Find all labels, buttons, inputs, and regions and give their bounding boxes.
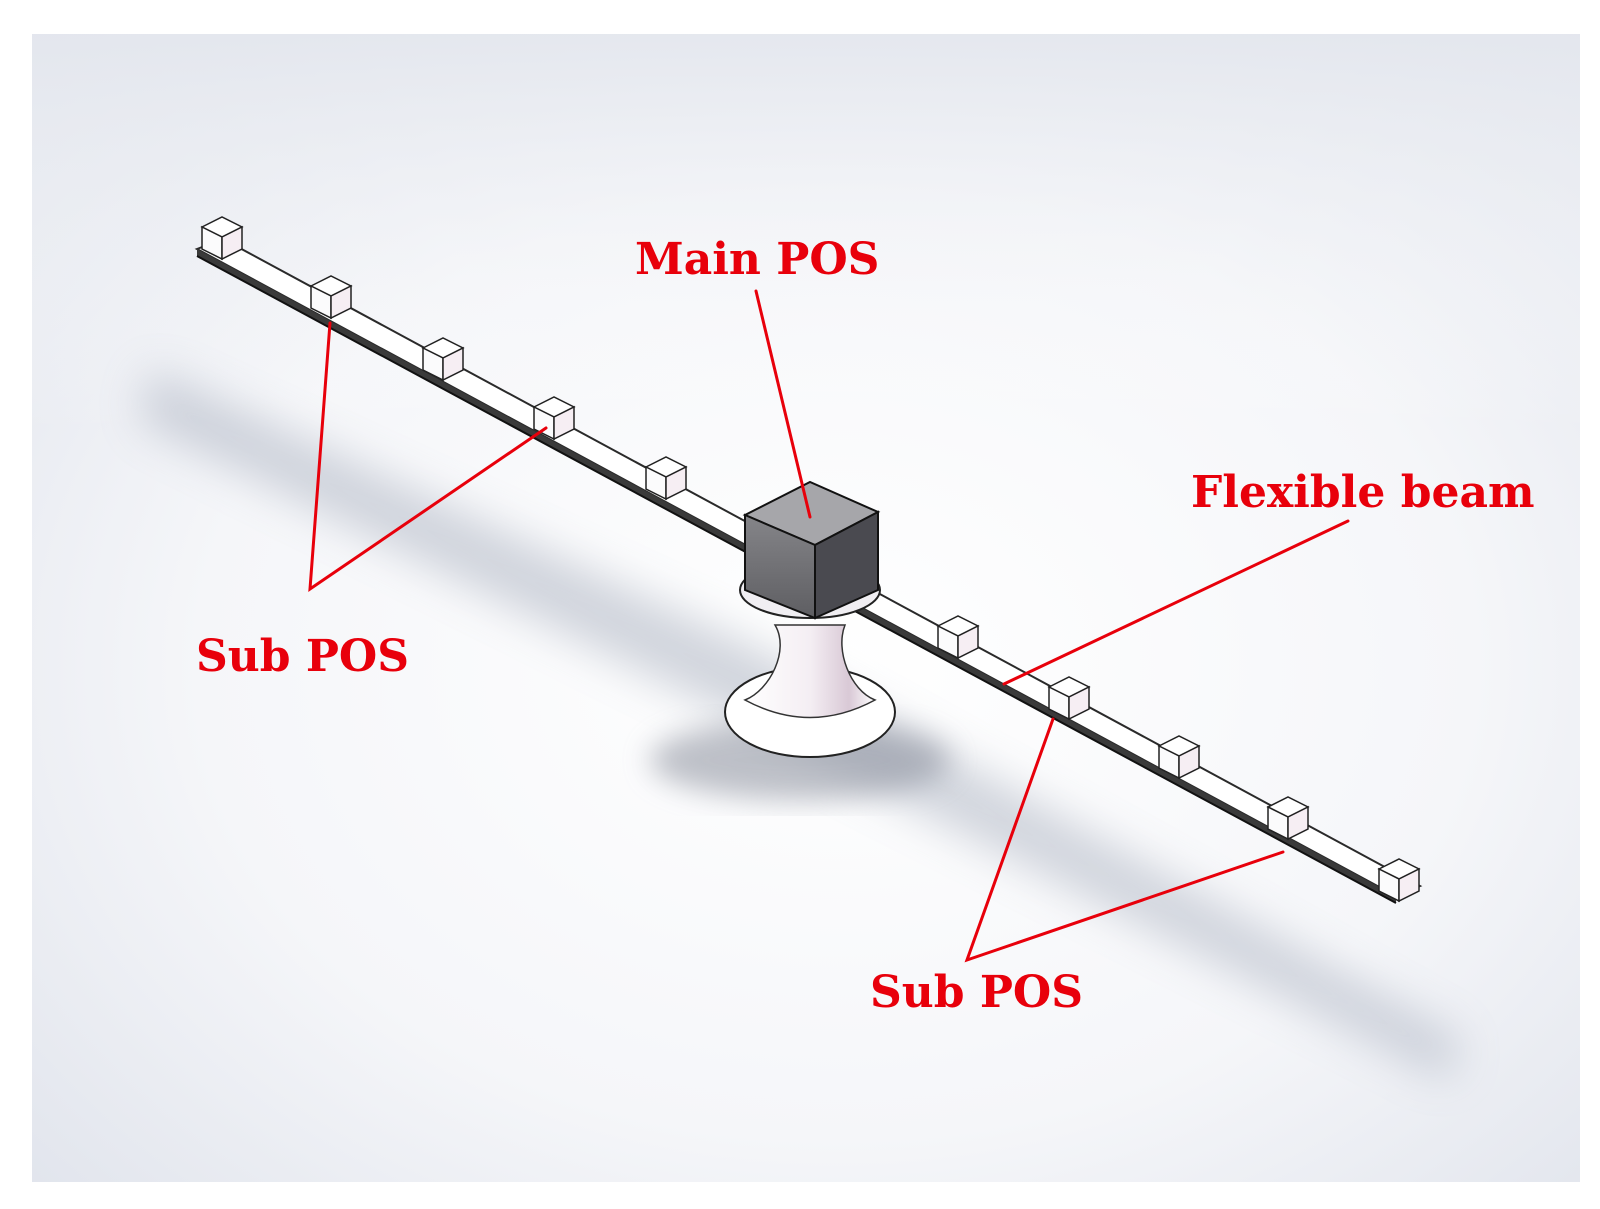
- sub-pos-cube: [1157, 735, 1201, 780]
- sub-pos-side-face: [957, 624, 979, 660]
- sub-pos-side-face: [665, 465, 687, 501]
- flexible-beam-leader-line: [1002, 519, 1350, 686]
- main-pos-leader-line: [754, 289, 812, 519]
- sub-pos-side-face: [1068, 685, 1090, 721]
- sub-pos-cube: [1047, 676, 1091, 721]
- sub-pos-cube: [644, 456, 688, 501]
- sub-pos-label-left: Sub POS: [196, 631, 409, 682]
- main-pos-label: Main POS: [635, 234, 879, 285]
- sub-pos-side-face: [1398, 867, 1420, 903]
- sub-pos-left-leader-lines: [308, 321, 548, 592]
- flexible-beam-label: Flexible beam: [1191, 467, 1535, 518]
- sub-pos-side-face: [1287, 805, 1309, 841]
- sub-pos-label-right: Sub POS: [870, 967, 1083, 1018]
- annotation-lines: [308, 289, 1350, 963]
- sub-pos-cubes: [200, 216, 1421, 903]
- sub-pos-cube: [309, 275, 353, 320]
- sub-pos-cube: [200, 216, 244, 261]
- main-pos-side-face: [814, 510, 879, 620]
- sub-pos-cube: [421, 337, 465, 382]
- sub-pos-side-face: [1178, 744, 1200, 780]
- sub-pos-side-face: [442, 346, 464, 382]
- sub-pos-cube: [1266, 796, 1310, 841]
- sub-pos-side-face: [553, 405, 575, 441]
- pedestal-column: [743, 624, 877, 719]
- sub-pos-right-leader-lines: [964, 717, 1285, 963]
- sub-pos-cube: [936, 615, 980, 660]
- main-pos-cube: [742, 480, 881, 620]
- sub-pos-cube: [1377, 858, 1421, 903]
- sub-pos-side-face: [221, 225, 243, 261]
- sub-pos-side-face: [330, 284, 352, 320]
